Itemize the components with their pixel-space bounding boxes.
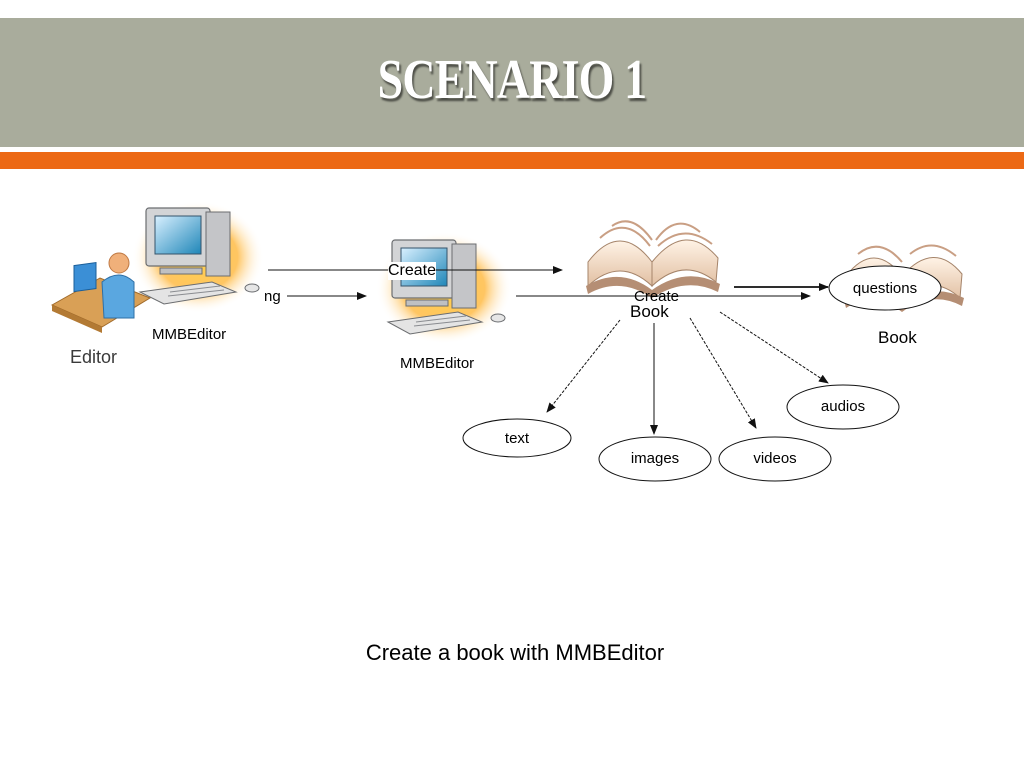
arrow-to-videos: [689, 317, 757, 429]
book-icon: [586, 220, 720, 298]
title-band: [0, 18, 1024, 147]
book-label: Book: [630, 302, 669, 321]
node-audios-label: audios: [820, 398, 866, 415]
arrow-to-text: [546, 319, 621, 413]
mmbeditor-label: MMBEditor: [152, 326, 227, 343]
node-videos-shape: [718, 436, 832, 482]
node-text-label: text: [504, 430, 530, 447]
editor-icon: [50, 252, 152, 333]
book-label: Book: [878, 328, 917, 347]
editor-label: Editor: [70, 347, 118, 367]
flow-arrows: [268, 266, 829, 435]
mmbeditor-label: MMBEditor: [400, 355, 475, 372]
node-questions-shape: [828, 265, 942, 311]
arrow-to-audios: [719, 311, 829, 384]
node-images-shape: [598, 436, 712, 482]
computer-icon: [376, 232, 512, 344]
node-questions-label: questions: [852, 280, 918, 297]
node-text-shape: [462, 418, 572, 458]
node-audios-shape: [786, 384, 900, 430]
create-label: Create: [388, 262, 437, 280]
node-images-label: images: [630, 450, 680, 467]
slide-caption: Create a book with MMBEditor: [365, 640, 665, 665]
computer-icon: [132, 201, 264, 313]
slide-title: SCENARIO 1: [377, 49, 647, 111]
partial-label: ng: [264, 288, 281, 305]
create-label: Create: [634, 288, 680, 305]
node-videos-label: videos: [753, 450, 797, 467]
accent-band: [0, 152, 1024, 169]
